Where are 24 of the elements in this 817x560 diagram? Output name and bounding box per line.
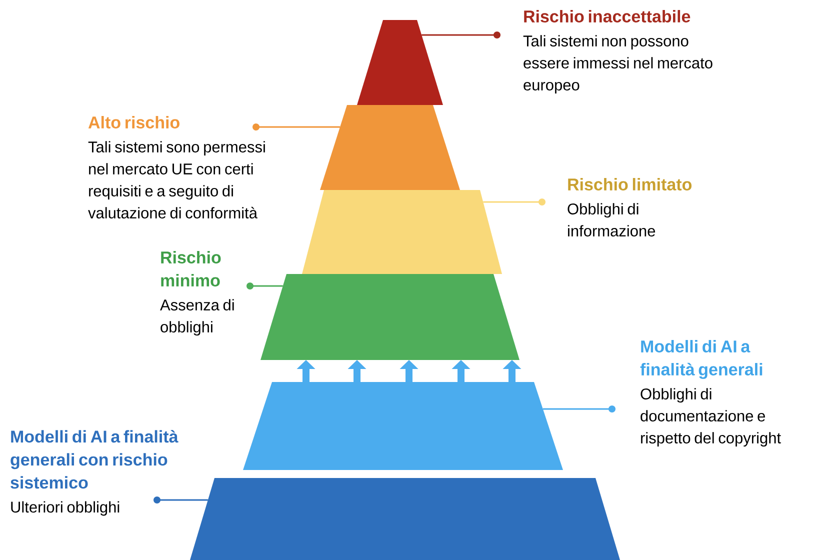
risk-description: Tali sistemi non possono essere immessi nel mercato europeo — [523, 35, 712, 94]
risk-description: Obblighi di documentazione e rispetto del copyright — [640, 388, 781, 447]
leader-line — [246, 282, 283, 290]
risk-heading: Rischio limitato — [568, 178, 692, 190]
risk-description: Assenza di obblighi — [160, 299, 234, 336]
pyramid-tier — [357, 20, 443, 105]
risk-heading: Modelli di AI a finalità generali — [640, 340, 762, 379]
pyramid-tier — [260, 274, 520, 360]
leader-line — [422, 32, 500, 38]
risk-description: Obblighi di informazione — [568, 203, 656, 236]
risk-heading: Alto rischio — [88, 116, 180, 128]
leader-line — [154, 496, 208, 504]
pyramid-tier — [190, 478, 620, 560]
leader-line — [483, 198, 546, 206]
leader-line — [542, 406, 616, 412]
risk-heading: Modelli di AI a finalità generali con rischio sistemico — [10, 430, 178, 489]
risk-heading: Rischio inaccettabile — [524, 10, 690, 22]
risk-description: Tali sistemi sono permessi nel mercato UE con certi requisiti e a seguito di valutazione di conformità — [88, 141, 265, 218]
pyramid-tier — [302, 190, 502, 274]
risk-heading: Rischio minimo — [161, 251, 221, 286]
pyramid-tier — [320, 105, 460, 190]
leader-line — [252, 124, 340, 130]
risk-description: Ulteriori obblighi — [11, 501, 120, 516]
pyramid-tier — [243, 382, 563, 470]
